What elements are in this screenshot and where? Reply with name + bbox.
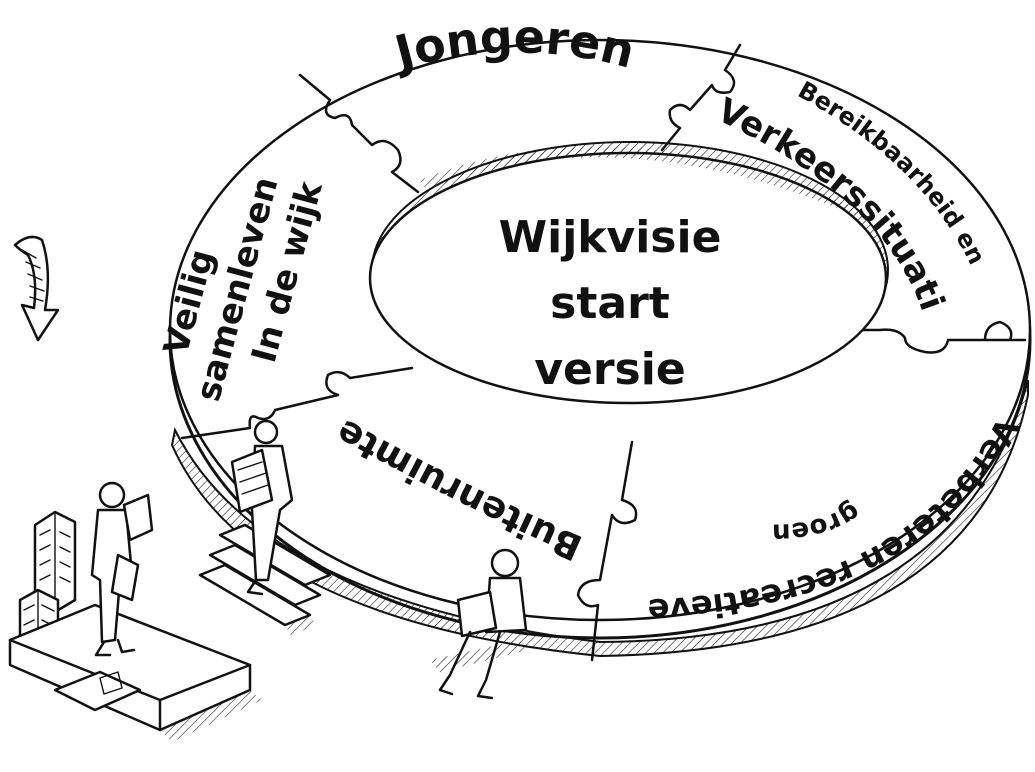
person-with-tablet-icon	[90, 481, 154, 657]
platform	[8, 603, 262, 742]
center-line-2: start	[550, 278, 670, 329]
person-with-laptop-icon	[430, 548, 528, 700]
center-title: Wijkvisie start versie	[499, 212, 722, 395]
center-line-1: Wijkvisie	[499, 212, 722, 263]
segment-dividers	[180, 43, 1027, 662]
ring-edge-hatching	[420, 146, 866, 220]
inner-oval	[368, 141, 889, 405]
down-arrow-icon	[13, 235, 60, 342]
steps	[198, 523, 332, 636]
center-line-3: versie	[534, 344, 685, 395]
person-carrying-boxes-icon	[230, 419, 294, 596]
